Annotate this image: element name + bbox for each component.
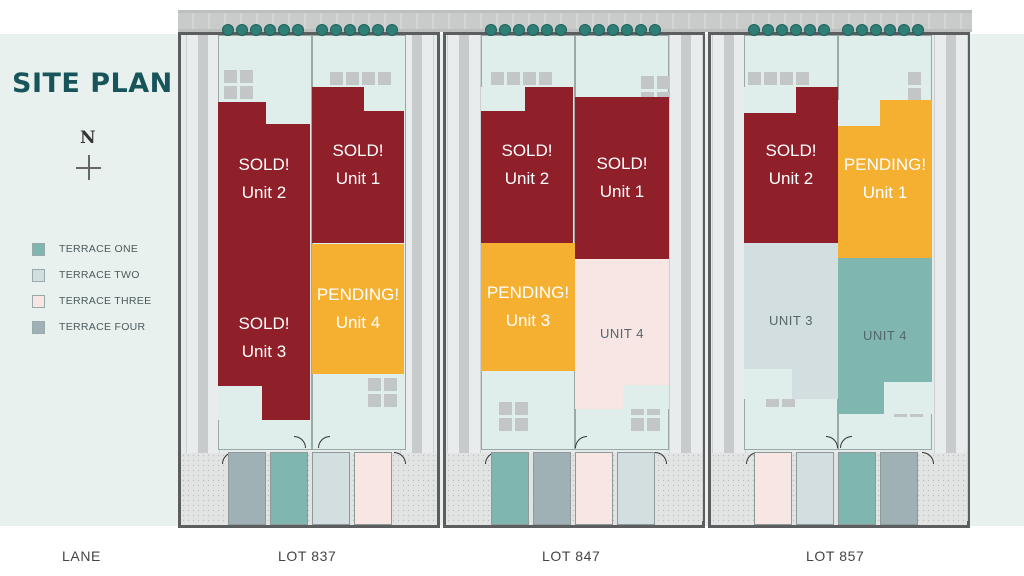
unit-3-card[interactable]: PENDING! Unit 3 [481,243,575,371]
unit-notch [218,386,262,420]
garage [491,452,529,525]
compass-cross-icon [76,155,101,180]
tree-row [316,24,398,36]
unit-2-card[interactable]: SOLD! Unit 2 [744,87,838,243]
garage [270,452,308,525]
unit-notch [266,102,310,124]
garage [617,452,655,525]
driveway-strip [447,35,481,521]
legend-label: TERRACE THREE [59,295,152,307]
driveway-strip [186,35,220,521]
legend-label: TERRACE TWO [59,269,140,281]
garage [838,452,876,525]
legend-swatch [32,268,45,282]
unit-label: Unit 4 [335,313,381,332]
legend-swatch [32,242,45,256]
tree-row [579,24,661,36]
unit-status: PENDING! [316,285,400,304]
unit-label: UNIT 4 [863,328,907,343]
unit-label: Unit 2 [241,183,287,202]
pavers [330,72,391,85]
driveway-strip [934,35,968,521]
legend-swatch [32,320,45,334]
garage [312,452,350,525]
pavers [748,72,809,85]
pavers [499,402,528,431]
unit-label: Unit 3 [241,342,287,361]
pavers [908,72,921,101]
unit-4-card[interactable]: PENDING! Unit 4 [312,244,404,374]
garage [754,452,792,525]
lot-847: SOLD! Unit 2 SOLD! Unit 1 PENDING! Unit … [443,24,705,528]
unit-label: Unit 1 [862,183,908,202]
unit-2-card[interactable]: SOLD! Unit 2 [218,102,310,256]
unit-notch [481,87,525,111]
unit-label: Unit 2 [504,169,550,188]
pavers [368,378,397,407]
unit-status: SOLD! [765,141,817,160]
unit-notch [744,87,796,113]
unit-label: Unit 1 [335,169,381,188]
unit-4-card[interactable]: UNIT 4 [575,259,669,409]
legend-item-terrace-four: TERRACE FOUR [32,314,151,340]
legend: TERRACE ONE TERRACE TWO TERRACE THREE TE… [32,236,151,340]
unit-notch [623,385,669,409]
unit-4-card[interactable]: UNIT 4 [838,258,932,414]
unit-status: SOLD! [238,155,290,174]
unit-label: Unit 3 [505,311,551,330]
unit-status: SOLD! [332,141,384,160]
tree-row [748,24,830,36]
pavers [224,70,253,99]
unit-notch [838,100,880,126]
gravel-area [446,453,702,525]
tree-row [842,24,924,36]
gravel-area [181,453,437,525]
unit-notch [364,87,404,111]
unit-label: UNIT 3 [769,313,813,328]
north-label: N [80,128,96,148]
garage [575,452,613,525]
legend-swatch [32,294,45,308]
lot-837: SOLD! Unit 2 SOLD! Unit 1 SOLD! Unit 3 P… [178,24,440,528]
lot-label-837: LOT 837 [278,548,337,564]
pavers [491,72,552,85]
driveway-strip [712,35,746,521]
legend-label: TERRACE ONE [59,243,139,255]
page-title: SITE PLAN [12,68,173,99]
lane-label: LANE [62,548,101,564]
unit-label: UNIT 4 [600,326,644,341]
unit-status: SOLD! [596,154,648,173]
unit-status: PENDING! [843,155,927,174]
driveway-strip [669,35,703,521]
lot-label-857: LOT 857 [806,548,865,564]
lot-label-847: LOT 847 [542,548,601,564]
unit-1-card[interactable]: PENDING! Unit 1 [838,100,932,258]
unit-1-card[interactable]: SOLD! Unit 1 [312,87,404,243]
lot-857: SOLD! Unit 2 PENDING! Unit 1 UNIT 3 UNIT… [708,24,970,528]
legend-item-terrace-three: TERRACE THREE [32,288,151,314]
unit-status: SOLD! [238,314,290,333]
unit-notch [884,382,932,414]
tree-row [485,24,567,36]
legend-item-terrace-two: TERRACE TWO [32,262,151,288]
unit-1-card[interactable]: SOLD! Unit 1 [575,97,669,259]
unit-status: PENDING! [486,283,570,302]
unit-notch [744,369,792,399]
unit-status: SOLD! [501,141,553,160]
legend-item-terrace-one: TERRACE ONE [32,236,151,262]
garage [354,452,392,525]
garage [533,452,571,525]
tree-row [222,24,304,36]
unit-2-card[interactable]: SOLD! Unit 2 [481,87,573,243]
legend-label: TERRACE FOUR [59,321,146,333]
garage [228,452,266,525]
unit-label: Unit 2 [768,169,814,188]
garage [880,452,918,525]
garage [796,452,834,525]
unit-label: Unit 1 [599,182,645,201]
